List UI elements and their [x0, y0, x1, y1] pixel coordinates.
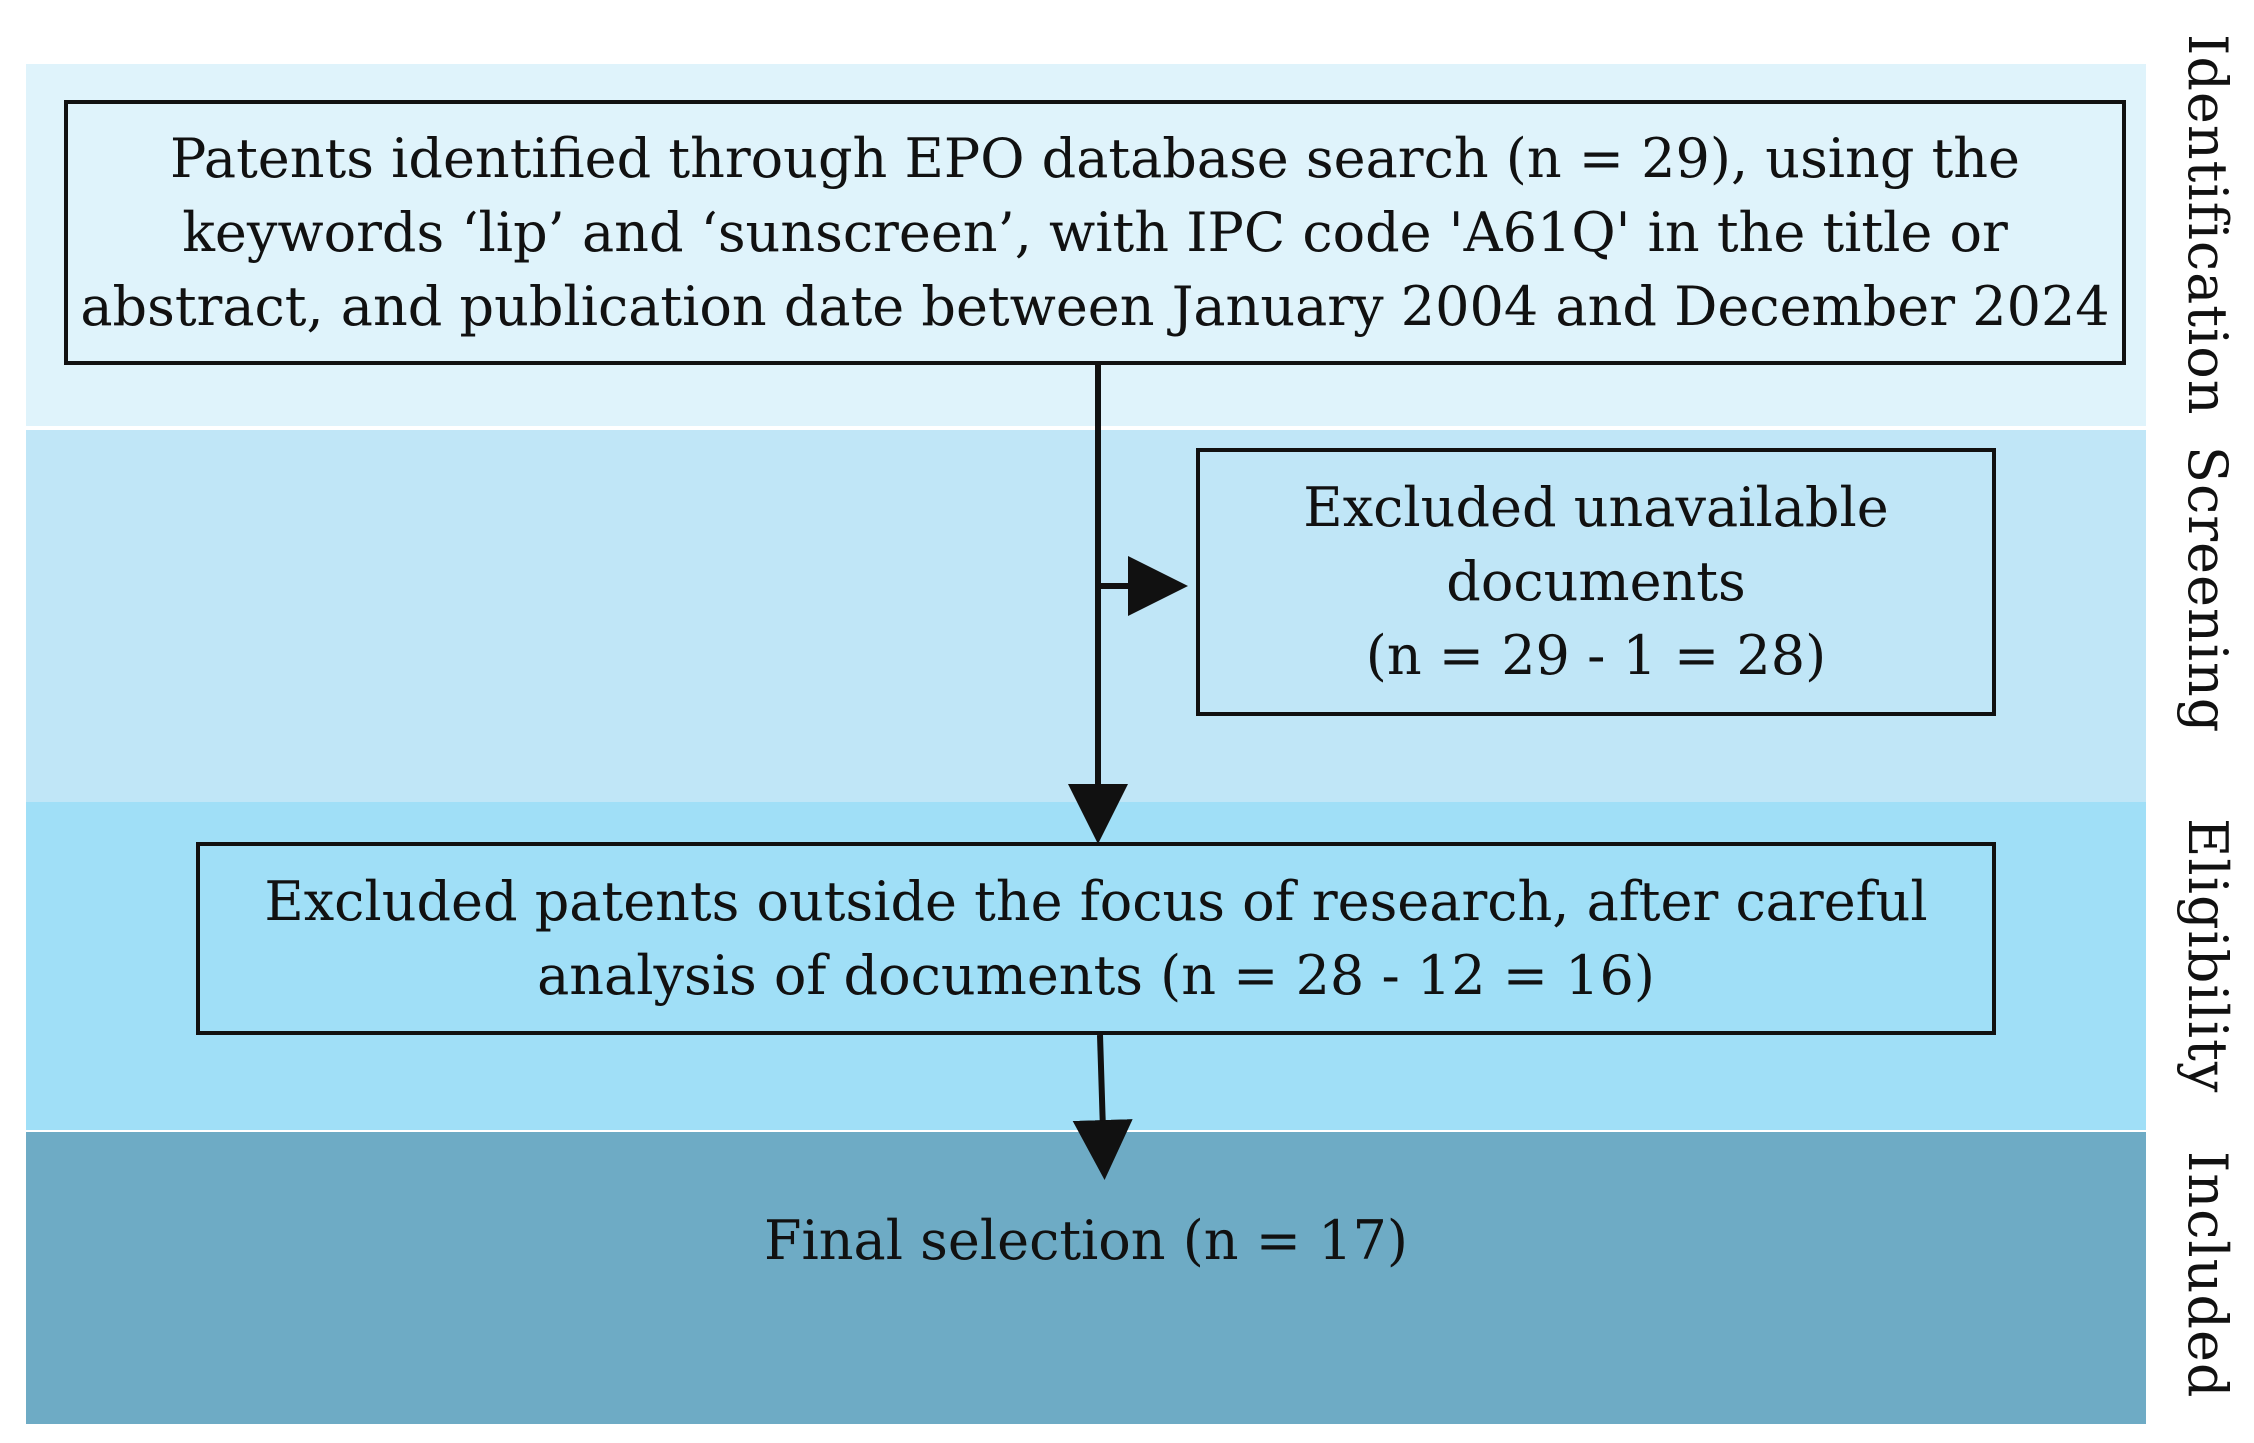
- eligibility-line-2: analysis of documents (n = 28 - 12 = 16): [537, 943, 1655, 1007]
- eligibility-band: [26, 802, 2146, 1130]
- stage-label-eligibility: Eligibility: [2160, 818, 2254, 1093]
- identification-line-1: Patents identified through EPO database …: [170, 126, 2021, 190]
- eligibility-box: Excluded patents outside the focus of re…: [196, 842, 1996, 1035]
- identification-line-3: abstract, and publication date between J…: [80, 274, 2110, 338]
- eligibility-line-1: Excluded patents outside the focus of re…: [264, 869, 1928, 933]
- screening-line-3: (n = 29 - 1 = 28): [1365, 624, 1827, 687]
- included-band: [26, 1132, 2146, 1424]
- screening-exclusion-box: Excluded unavailable documents (n = 29 -…: [1196, 448, 1996, 716]
- stage-label-screening: Screening: [2160, 445, 2254, 735]
- identification-band: [26, 64, 2146, 426]
- identification-line-2: keywords ‘lip’ and ‘sunscreen’, with IPC…: [182, 200, 2008, 264]
- final-selection: Final selection (n = 17): [26, 1200, 2146, 1280]
- stage-label-identification: Identification: [2160, 30, 2254, 420]
- identification-box-text: Patents identified through EPO database …: [80, 122, 2109, 344]
- stage-label-identification-text: Identification: [2176, 34, 2239, 416]
- screening-band: [26, 430, 2146, 802]
- final-selection-text: Final selection (n = 17): [764, 1208, 1408, 1272]
- stage-label-eligibility-text: Eligibility: [2176, 818, 2239, 1094]
- stage-label-included: Included: [2160, 1150, 2254, 1400]
- stage-label-included-text: Included: [2176, 1151, 2239, 1399]
- identification-box: Patents identified through EPO database …: [64, 100, 2126, 365]
- screening-line-2: documents: [1446, 550, 1746, 613]
- screening-line-1: Excluded unavailable: [1303, 476, 1889, 539]
- stage-label-screening-text: Screening: [2176, 446, 2239, 734]
- screening-box-text: Excluded unavailable documents (n = 29 -…: [1303, 471, 1888, 693]
- eligibility-box-text: Excluded patents outside the focus of re…: [264, 865, 1927, 1013]
